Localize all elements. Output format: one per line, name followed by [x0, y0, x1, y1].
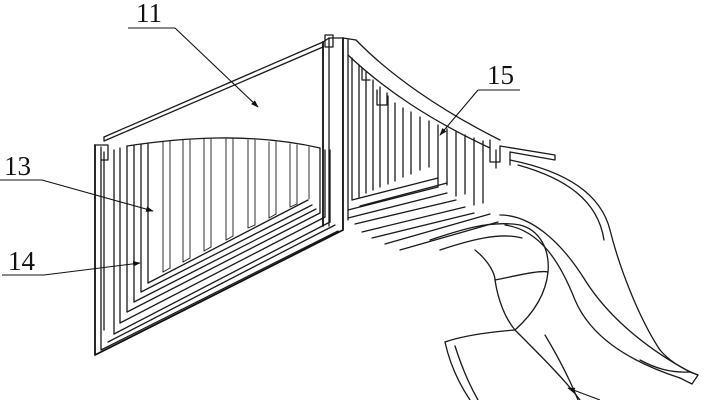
- label-15: 15: [487, 60, 514, 90]
- label-13: 13: [4, 151, 31, 181]
- leader-line-15: [439, 89, 479, 136]
- rib-block: [324, 34, 556, 251]
- callouts: 11 13 14 15: [0, 0, 601, 400]
- outlet-duct: [429, 159, 699, 400]
- left-panel: [94, 37, 344, 356]
- leader-line-13: [41, 179, 154, 212]
- leader-line-11: [174, 27, 259, 108]
- label-11: 11: [136, 0, 162, 28]
- leader-line-bottom: [567, 387, 601, 400]
- label-14: 14: [8, 246, 36, 276]
- leader-line-14: [43, 261, 141, 276]
